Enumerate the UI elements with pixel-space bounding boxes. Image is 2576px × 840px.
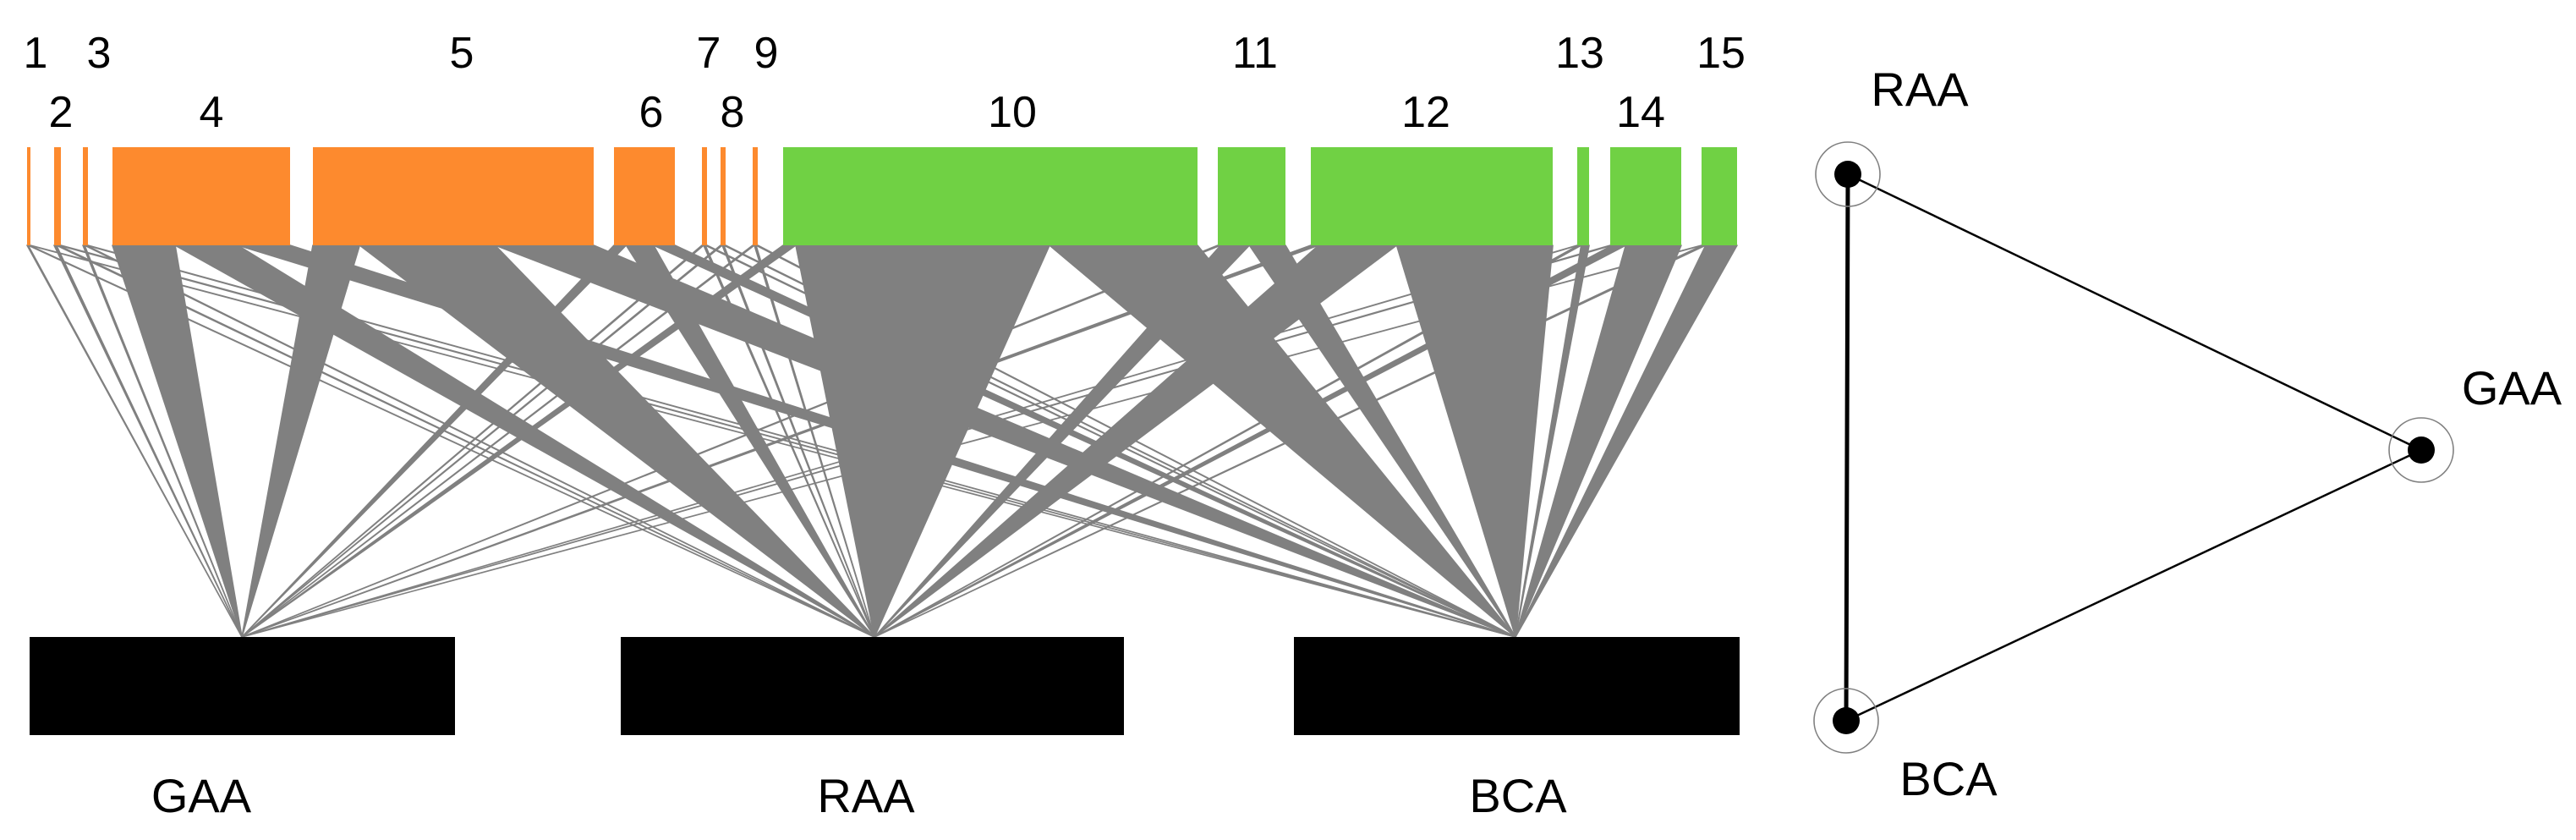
lower-node-bars <box>30 637 1740 735</box>
upper-node-bar-13 <box>1577 147 1589 245</box>
lower-node-bar-gaa <box>30 637 455 735</box>
upper-node-label-10: 10 <box>988 88 1037 137</box>
upper-node-bar-14 <box>1610 147 1681 245</box>
lower-node-labels: GAA RAA BCA <box>151 769 1567 822</box>
projection-node-raa <box>1815 141 1881 207</box>
lower-node-bar-bca <box>1294 637 1740 735</box>
upper-node-label-11: 11 <box>1232 29 1278 78</box>
upper-node-label-8: 8 <box>721 88 745 137</box>
projection-edge-gaa-bca <box>1844 448 2423 722</box>
upper-node-bars <box>27 147 1737 245</box>
projection-network: RAA GAA BCA <box>1813 63 2562 805</box>
upper-node-label-2: 2 <box>49 88 74 137</box>
projection-node-label-bca: BCA <box>1899 752 1998 805</box>
upper-node-bar-12 <box>1311 147 1553 245</box>
projection-node-label-raa: RAA <box>1871 63 1969 116</box>
projection-edge-raa-gaa <box>1846 173 2423 452</box>
upper-node-bar-1 <box>27 147 30 245</box>
upper-node-bar-8 <box>721 147 726 245</box>
upper-node-bar-6 <box>614 147 675 245</box>
upper-node-label-6: 6 <box>639 88 664 137</box>
upper-node-label-5: 5 <box>450 29 474 78</box>
upper-node-bar-7 <box>702 147 707 245</box>
upper-node-label-15: 15 <box>1696 29 1746 78</box>
upper-node-bar-4 <box>112 147 290 245</box>
upper-node-bar-9 <box>753 147 758 245</box>
links-layer <box>26 244 1738 638</box>
upper-node-label-4: 4 <box>200 88 224 137</box>
link-12-BCA <box>1395 244 1554 638</box>
lower-node-label-raa: RAA <box>817 769 915 822</box>
lower-node-label-gaa: GAA <box>151 769 252 822</box>
upper-node-bar-10 <box>783 147 1198 245</box>
upper-node-label-14: 14 <box>1616 88 1665 137</box>
projection-node-bca <box>1813 688 1879 754</box>
projection-edge-raa-bca <box>1844 172 1850 723</box>
upper-node-label-3: 3 <box>87 29 112 78</box>
upper-node-bar-15 <box>1702 147 1737 245</box>
upper-node-bar-3 <box>83 147 88 245</box>
projection-node-gaa <box>2388 417 2454 483</box>
projection-node-label-gaa: GAA <box>2462 361 2562 415</box>
lower-node-bar-raa <box>621 637 1124 735</box>
upper-node-label-13: 13 <box>1555 29 1604 78</box>
upper-node-label-9: 9 <box>754 29 779 78</box>
upper-node-label-7: 7 <box>697 29 721 78</box>
link-4-GAA <box>112 244 243 638</box>
lower-node-label-bca: BCA <box>1469 769 1567 822</box>
upper-node-bar-5 <box>313 147 594 245</box>
upper-node-bar-2 <box>54 147 61 245</box>
upper-node-bar-11 <box>1218 147 1285 245</box>
upper-node-label-1: 1 <box>24 29 48 78</box>
upper-node-label-12: 12 <box>1401 88 1450 137</box>
